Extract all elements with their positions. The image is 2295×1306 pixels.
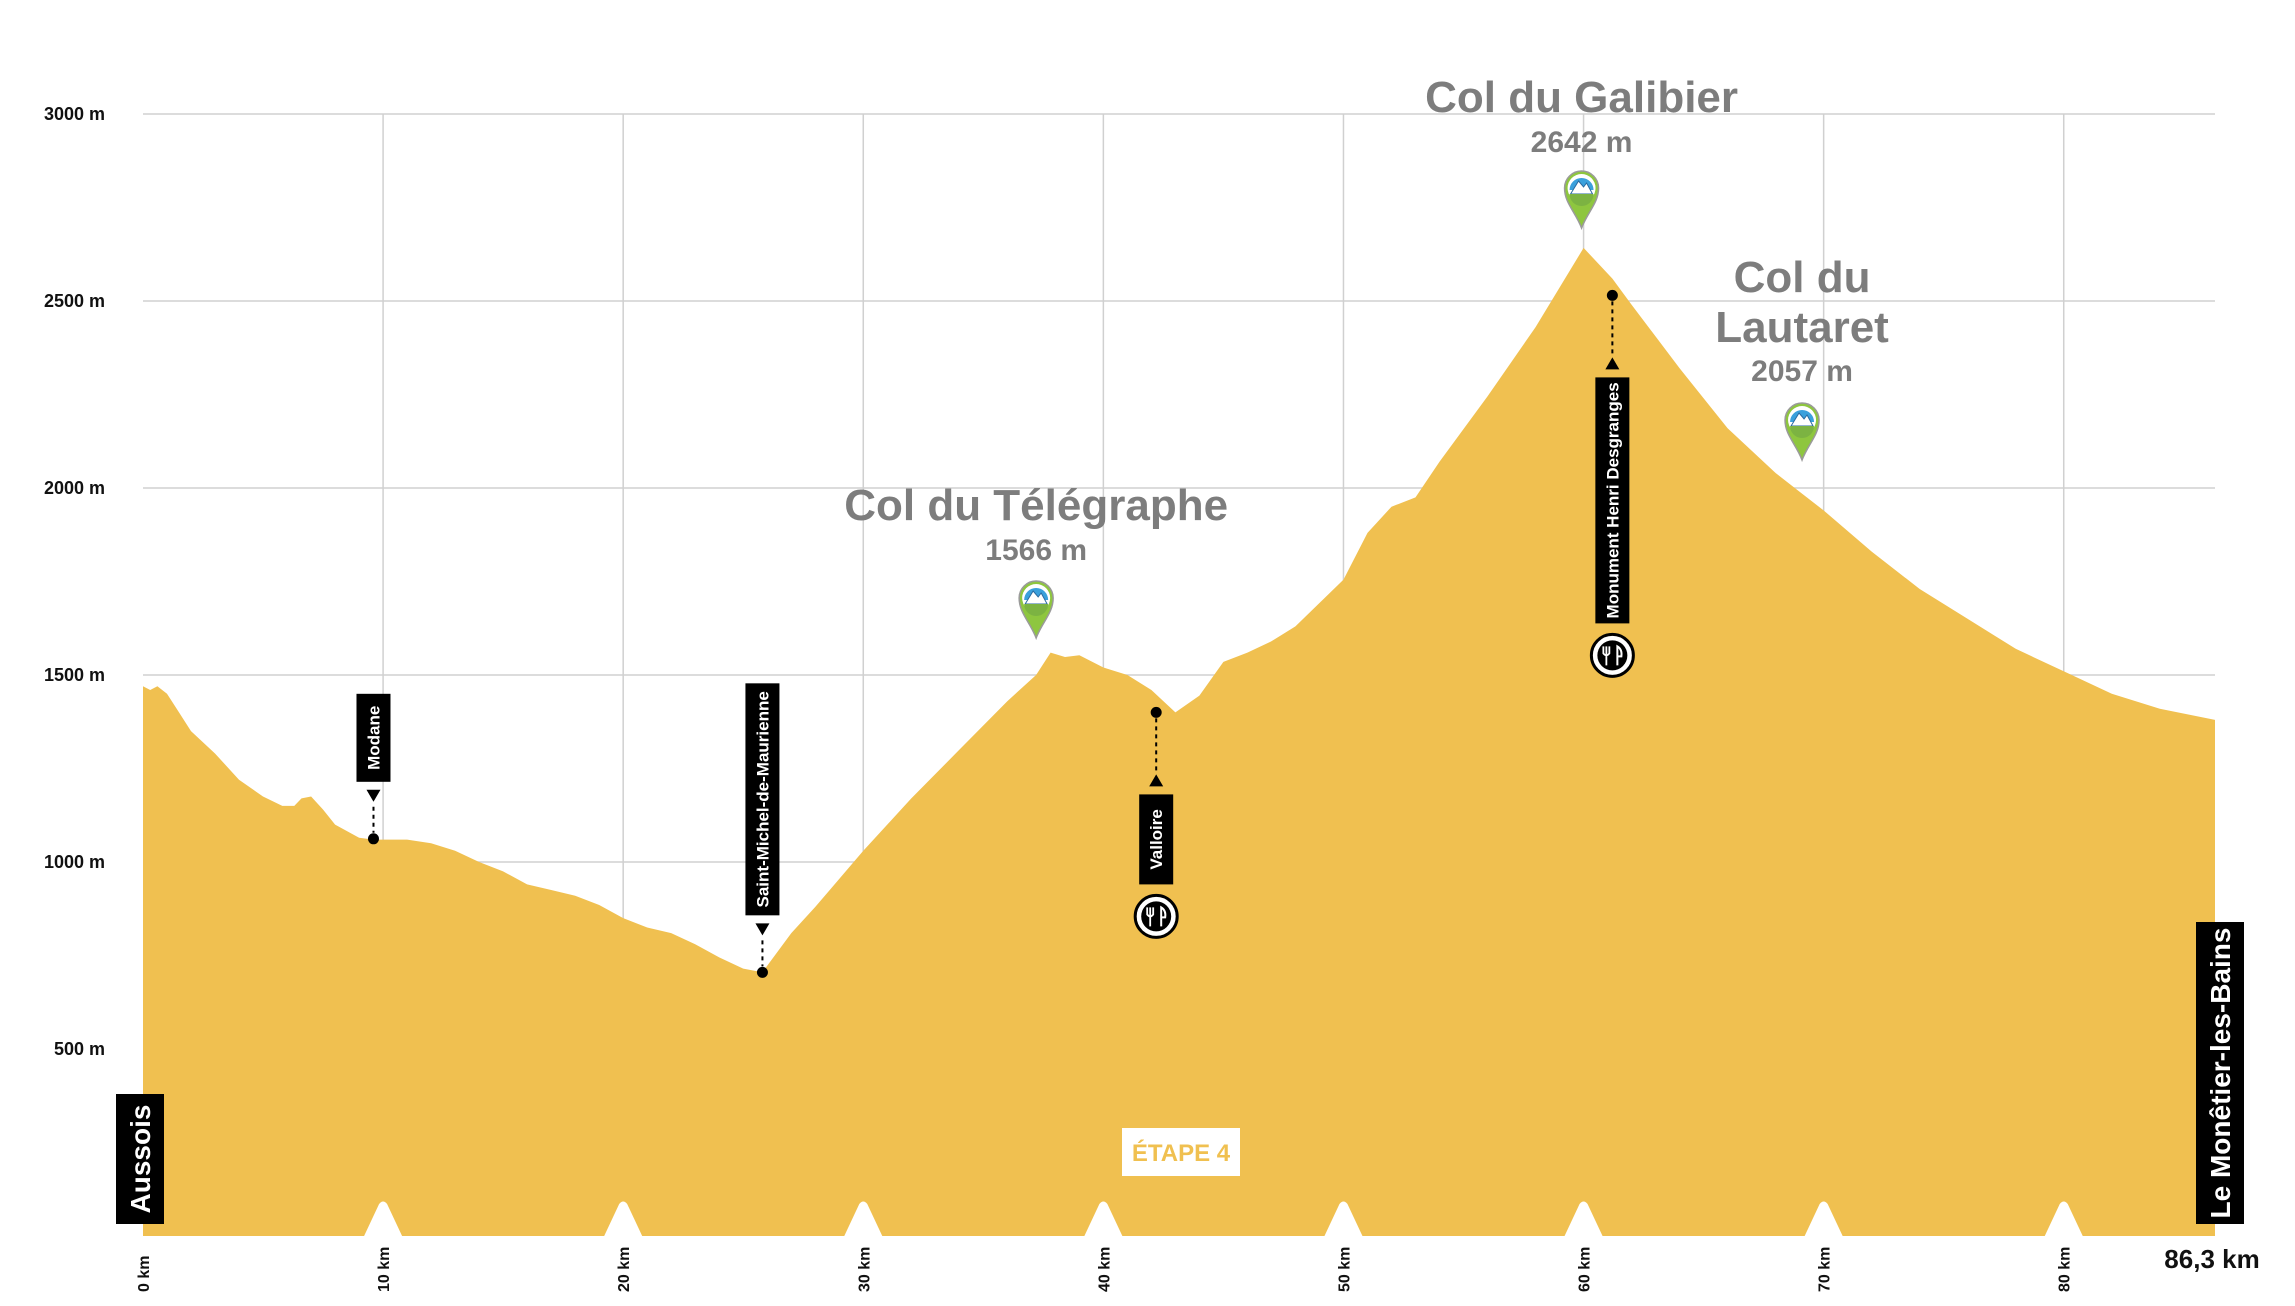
- x-tick-label: 60 km: [1577, 1247, 1594, 1292]
- y-tick-label: 500 m: [54, 1039, 105, 1059]
- arrow-down-icon: [366, 789, 381, 802]
- start-label-box: [116, 1094, 164, 1224]
- waypoint-dot: [367, 833, 379, 845]
- x-axis-ticks: 0 km 10 km 20 km 30 km 40 km 50 km 60 km 70 km 8…: [136, 1247, 2074, 1292]
- waypoint-label-box: [1139, 794, 1174, 885]
- x-tick-marker: [844, 1201, 883, 1236]
- x-tick-label: 10 km: [376, 1247, 393, 1292]
- restaurant-icon-inner: [1597, 640, 1628, 671]
- waypoint-dot: [756, 966, 768, 978]
- stage-badge-text: ÉTAPE 4: [1132, 1139, 1231, 1167]
- waypoint-label-box: [356, 693, 391, 782]
- x-tick-marker: [1804, 1201, 1843, 1236]
- x-tick-label: 20 km: [616, 1247, 633, 1292]
- stage-badge: ÉTAPE 4: [1122, 1128, 1240, 1176]
- knife-icon: [1160, 905, 1167, 927]
- waypoint: Monument Henri Desgranges: [1589, 289, 1635, 678]
- x-tick-marker: [1084, 1201, 1123, 1236]
- x-tick-label: 50 km: [1336, 1247, 1353, 1292]
- waypoint: Modane: [356, 693, 391, 845]
- x-tick-marker: [364, 1201, 403, 1236]
- waypoint-label-box: [745, 683, 780, 916]
- y-tick-label: 2500 m: [44, 291, 105, 311]
- summit-altitude: 2057 m: [1751, 355, 1853, 388]
- summit-name: Col du: [1734, 253, 1871, 302]
- waypoint-label: Monument Henri Desgranges: [1603, 382, 1622, 618]
- fork-icon: [1146, 907, 1155, 927]
- summit-pin-icon: [1563, 170, 1600, 231]
- fork-icon: [1602, 646, 1611, 666]
- arrow-up-icon: [1149, 774, 1164, 787]
- arrow-up-icon: [1605, 357, 1620, 370]
- waypoint: Valloire: [1133, 706, 1179, 939]
- waypoint-label-box: [1595, 377, 1630, 624]
- summit-name: Col du Galibier: [1425, 73, 1738, 122]
- x-tick-label: 70 km: [1817, 1247, 1834, 1292]
- y-tick-label: 1000 m: [44, 852, 105, 872]
- x-tick-marker: [1564, 1201, 1603, 1236]
- total-distance-label: 86,3 km: [2164, 1244, 2259, 1274]
- waypoint: Saint-Michel-de-Maurienne: [745, 683, 780, 978]
- x-tick-label: 30 km: [856, 1247, 873, 1292]
- waypoint-label: Modane: [364, 706, 383, 770]
- restaurant-icon-inner: [1141, 901, 1172, 932]
- x-tick-marker: [2044, 1201, 2083, 1236]
- pin-grass: [1569, 194, 1594, 207]
- pin-grass: [1790, 426, 1815, 438]
- elevation-profile: [143, 247, 2215, 1236]
- pin-grass: [1024, 604, 1049, 616]
- x-tick-label: 80 km: [2057, 1247, 2074, 1292]
- summit-name: Col du Télégraphe: [844, 481, 1228, 530]
- summit-altitude: 1566 m: [985, 534, 1087, 567]
- summit-altitude: 2642 m: [1531, 126, 1633, 159]
- y-tick-label: 1500 m: [44, 665, 105, 685]
- x-tick-label: 40 km: [1096, 1247, 1113, 1292]
- summit-name: Lautaret: [1715, 303, 1889, 352]
- stage-badge-box: [1122, 1128, 1240, 1176]
- knife-icon: [1616, 644, 1623, 666]
- summit-label: Col du Galibier 2642 m: [1425, 73, 1738, 231]
- start-label-text: Aussois: [125, 1105, 156, 1214]
- waypoint-dot: [1606, 289, 1618, 301]
- summit-pin-icon: [1784, 402, 1820, 463]
- y-tick-label: 2000 m: [44, 478, 105, 498]
- elevation-area: [143, 247, 2215, 1236]
- start-label: Aussois: [116, 1094, 164, 1224]
- x-axis-markers: [364, 1201, 2083, 1236]
- x-tick-label: 0 km: [136, 1256, 153, 1292]
- summits: Col du Télégraphe 1566 m Col duLautaret205…: [844, 73, 1889, 641]
- finish-label-text: Le Monêtier-les-Bains: [2205, 928, 2236, 1219]
- finish-label: Le Monêtier-les-Bains: [2196, 922, 2244, 1224]
- arrow-down-icon: [755, 923, 770, 936]
- y-tick-label: 3000 m: [44, 104, 105, 124]
- finish-label-box: [2196, 922, 2244, 1224]
- waypoint-dot: [1150, 706, 1162, 718]
- summit-label: Col du Télégraphe 1566 m: [844, 481, 1228, 641]
- x-tick-marker: [1324, 1201, 1363, 1236]
- waypoint-label: Valloire: [1147, 809, 1166, 869]
- summit-pin-icon: [1018, 580, 1054, 641]
- y-axis-ticks: 500 m 1000 m 1500 m 2000 m 2500 m 3000 m: [44, 104, 105, 1059]
- x-tick-marker: [604, 1201, 643, 1236]
- waypoint-label: Saint-Michel-de-Maurienne: [753, 691, 772, 907]
